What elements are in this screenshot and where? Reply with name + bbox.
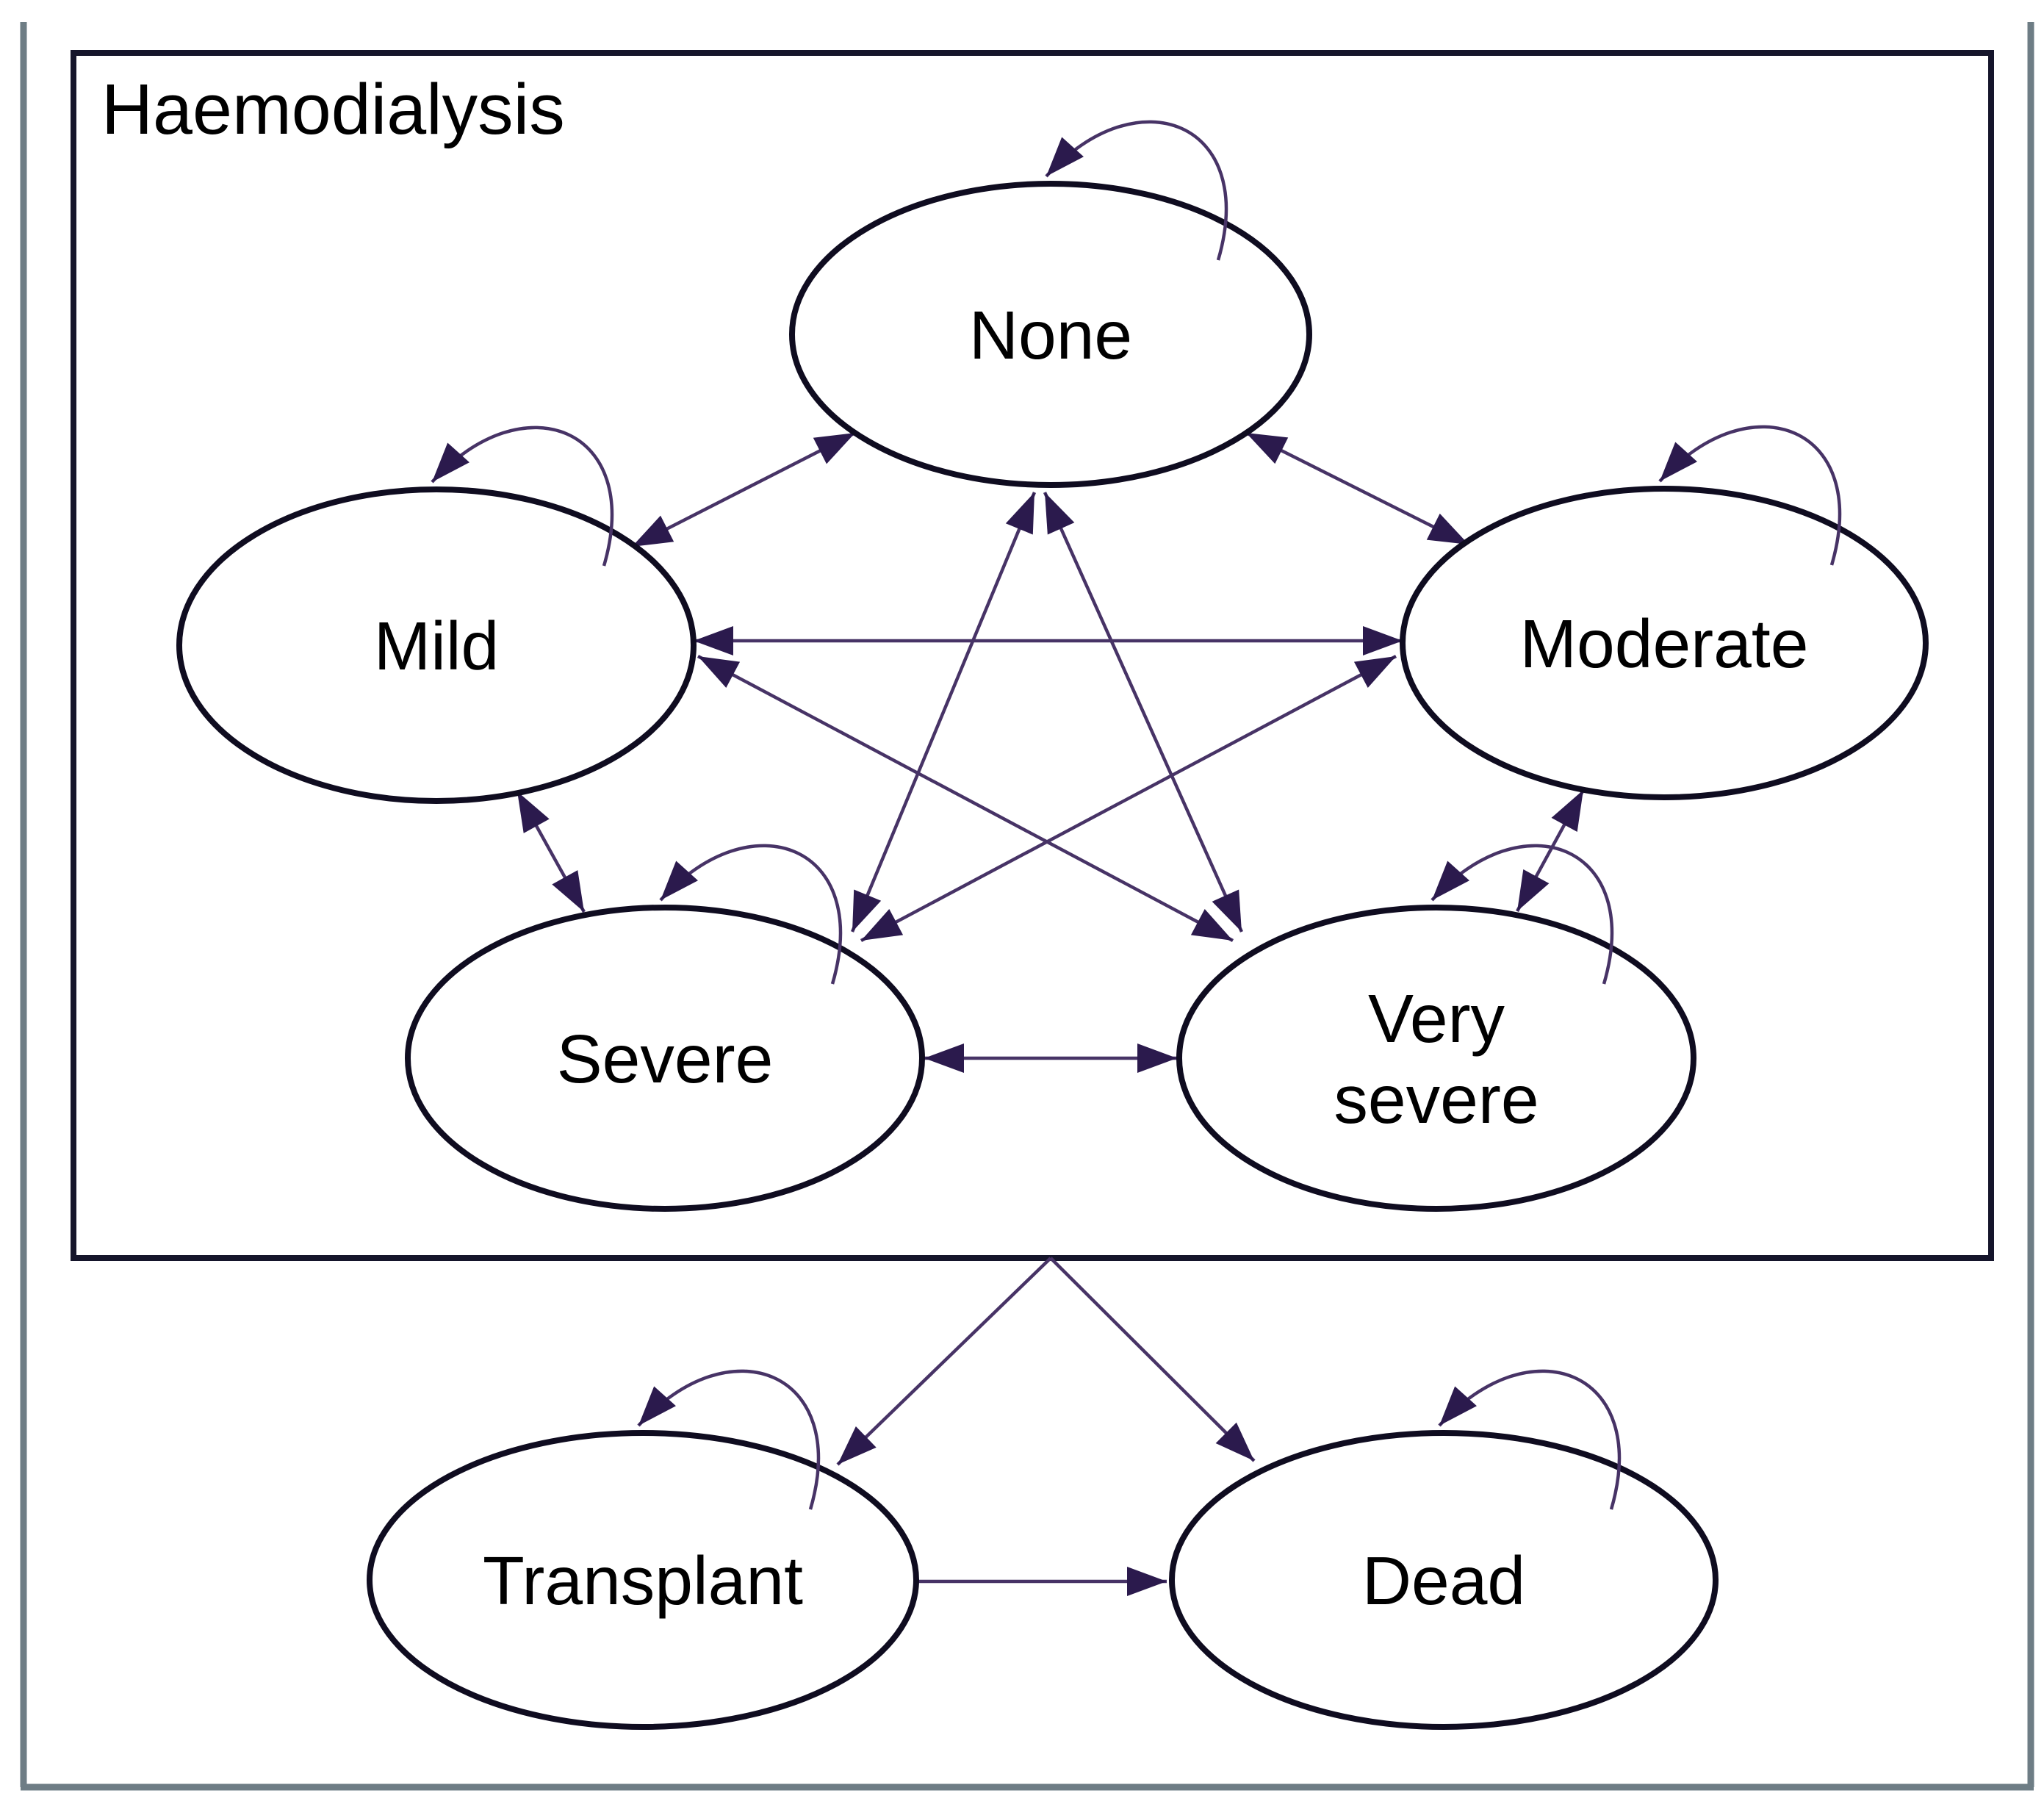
outer-border: [20, 22, 2034, 1791]
states-layer: [176, 181, 1929, 1730]
self-loop-transplant: [637, 1369, 821, 1510]
self-loop-severe: [659, 844, 843, 985]
haemodialysis-box-label: Haemodialysis: [101, 69, 565, 149]
state-very-severe-ellipse: [1176, 905, 1696, 1212]
state-mild-label: Mild: [374, 608, 500, 684]
transition-mild-severe: [516, 790, 586, 913]
transition-moderate-very-severe: [1516, 788, 1585, 913]
state-dead-ellipse: [1169, 1430, 1719, 1730]
state-mild-ellipse: [176, 486, 697, 804]
state-dead-label: Dead: [1362, 1542, 1525, 1619]
transition-none-mild: [630, 431, 857, 549]
state-severe-ellipse: [405, 905, 925, 1212]
state-moderate-label: Moderate: [1520, 606, 1809, 682]
state-none-label: None: [969, 297, 1132, 373]
state-very-severe-label-line-1: Very: [1368, 980, 1505, 1057]
self-loop-moderate: [1658, 425, 1842, 566]
self-loop-very-severe: [1431, 844, 1614, 985]
state-moderate-ellipse: [1400, 486, 1929, 800]
state-severe-label: Severe: [557, 1021, 774, 1097]
transitions-layer: [516, 431, 1585, 1596]
transition-none-moderate: [1245, 431, 1470, 547]
state-transplant-ellipse: [367, 1430, 919, 1730]
transition-haemodialysis-box-dead: [1049, 1257, 1256, 1462]
state-none-ellipse: [789, 181, 1312, 488]
transition-haemodialysis-box-transplant: [836, 1257, 1052, 1466]
self-loop-none: [1045, 120, 1228, 261]
self-loop-dead: [1438, 1369, 1622, 1510]
state-very-severe-label-line-2: severe: [1334, 1061, 1539, 1138]
self-loops-layer: [431, 120, 1842, 1510]
self-loop-mild: [431, 425, 614, 567]
transition-moderate-severe: [860, 655, 1397, 942]
state-transplant-label: Transplant: [483, 1542, 803, 1619]
